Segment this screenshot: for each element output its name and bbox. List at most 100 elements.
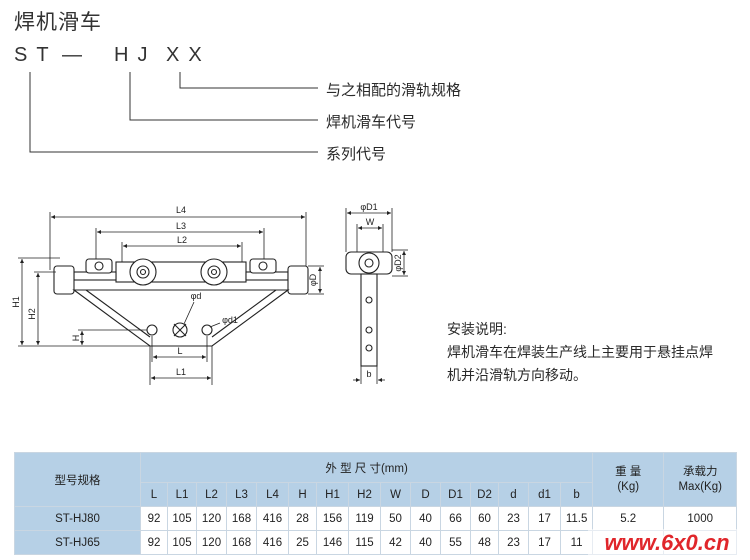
header-dimensions: 外 型 尺 寸(mm) bbox=[139, 452, 594, 483]
legend-product-code: 焊机滑车代号 bbox=[326, 114, 417, 131]
table-row: ST-HJ80 92 105 120 168 416 28 156 119 50… bbox=[14, 506, 738, 531]
col-D2: D2 bbox=[470, 482, 499, 507]
cell: 17 bbox=[528, 530, 561, 555]
cell: 168 bbox=[226, 506, 257, 531]
label-phid1: φd1 bbox=[222, 315, 238, 325]
dim-W bbox=[356, 224, 384, 252]
label-H: H bbox=[71, 335, 81, 342]
col-L2: L2 bbox=[196, 482, 227, 507]
cell: 66 bbox=[440, 506, 471, 531]
header-capacity-unit: Max(Kg) bbox=[678, 480, 722, 493]
cell: 40 bbox=[410, 506, 441, 531]
code-leader-lines bbox=[29, 72, 318, 153]
header-model: 型号规格 bbox=[14, 452, 141, 507]
table-subheader-row: L L1 L2 L3 L4 H H1 H2 W D D1 D2 d d1 b bbox=[15, 482, 737, 507]
legend-rail-spec: 与之相配的滑轨规格 bbox=[326, 82, 462, 99]
cell: 156 bbox=[316, 506, 349, 531]
col-L3: L3 bbox=[226, 482, 257, 507]
label-L1: L1 bbox=[176, 367, 186, 377]
cell: 42 bbox=[380, 530, 411, 555]
dim-L1 bbox=[149, 346, 213, 385]
col-D1: D1 bbox=[440, 482, 471, 507]
cell: 23 bbox=[498, 506, 529, 531]
col-d: d bbox=[498, 482, 529, 507]
cell: 40 bbox=[410, 530, 441, 555]
header-weight-label: 重 量 bbox=[615, 465, 642, 478]
leader-phid bbox=[183, 301, 195, 325]
header-weight-unit: (Kg) bbox=[617, 480, 640, 493]
label-W: W bbox=[366, 217, 375, 227]
cell: 60 bbox=[470, 506, 499, 531]
label-L: L bbox=[177, 346, 182, 356]
col-L1: L1 bbox=[167, 482, 197, 507]
label-phiD1: φD1 bbox=[360, 202, 377, 212]
cell-capacity: 1000 bbox=[663, 506, 738, 531]
install-heading: 安装说明: bbox=[447, 321, 507, 337]
install-line-1: 焊机滑车在焊装生产线上主要用于悬挂点焊 bbox=[447, 344, 713, 360]
label-phiD: φD bbox=[308, 273, 318, 286]
dim-phiD2 bbox=[392, 249, 408, 277]
code-series: ST bbox=[14, 44, 58, 66]
install-notes: 安装说明: 焊机滑车在焊装生产线上主要用于悬挂点焊 机并沿滑轨方向移动。 bbox=[447, 318, 713, 387]
cell: 50 bbox=[380, 506, 411, 531]
label-b: b bbox=[366, 369, 371, 379]
cell: 120 bbox=[196, 530, 227, 555]
label-H1: H1 bbox=[11, 296, 21, 308]
hole-left bbox=[146, 324, 158, 336]
technical-drawing: L4 L3 L2 φD H1 H2 H φd φd1 L L1 φD1 W φD… bbox=[11, 202, 408, 385]
label-L3: L3 bbox=[176, 221, 186, 231]
leader-series-code bbox=[29, 72, 318, 153]
header-capacity: 承载力 Max(Kg) bbox=[663, 452, 738, 507]
col-L: L bbox=[140, 482, 168, 507]
cell-model: ST-HJ80 bbox=[14, 506, 141, 531]
dim-H bbox=[78, 329, 147, 345]
dim-phiD bbox=[308, 265, 324, 295]
col-H1: H1 bbox=[316, 482, 349, 507]
side-plate bbox=[360, 273, 378, 367]
cell: 11 bbox=[559, 530, 594, 555]
cell: 23 bbox=[498, 530, 529, 555]
cell-model: ST-HJ65 bbox=[14, 530, 141, 555]
cell: 120 bbox=[196, 506, 227, 531]
cell-weight: 5.2 bbox=[592, 506, 665, 531]
table-row: ST-HJ65 92 105 120 168 416 25 146 115 42… bbox=[14, 530, 738, 555]
cell: 11.5 bbox=[559, 506, 594, 531]
table-header-row: 型号规格 外 型 尺 寸(mm) 重 量 (Kg) 承载力 Max(Kg) bbox=[14, 452, 738, 507]
dim-H1 bbox=[18, 257, 150, 347]
header-weight: 重 量 (Kg) bbox=[592, 452, 665, 507]
cell: 146 bbox=[316, 530, 349, 555]
page-title: 焊机滑车 bbox=[14, 11, 102, 34]
leader-rail-spec bbox=[179, 72, 318, 89]
cell: 55 bbox=[440, 530, 471, 555]
cell: 115 bbox=[348, 530, 381, 555]
col-b: b bbox=[559, 482, 594, 507]
col-H2: H2 bbox=[348, 482, 381, 507]
label-L4: L4 bbox=[176, 205, 186, 215]
cell: 92 bbox=[140, 506, 168, 531]
hole-phid1 bbox=[201, 324, 213, 336]
install-line-2: 机并沿滑轨方向移动。 bbox=[447, 367, 587, 383]
right-guide-roller bbox=[258, 261, 268, 271]
spec-table: 型号规格 外 型 尺 寸(mm) 重 量 (Kg) 承载力 Max(Kg) L L1… bbox=[14, 452, 738, 555]
col-D: D bbox=[410, 482, 441, 507]
cell: 25 bbox=[288, 530, 317, 555]
dim-H2 bbox=[34, 271, 56, 345]
cell: 416 bbox=[256, 506, 289, 531]
header-capacity-label: 承载力 bbox=[682, 465, 718, 478]
code-rail-spec: XX bbox=[166, 44, 211, 66]
dim-L4 bbox=[49, 212, 307, 270]
label-phid: φd bbox=[191, 291, 202, 301]
cell: 119 bbox=[348, 506, 381, 531]
label-H2: H2 bbox=[27, 308, 37, 320]
left-end-roller bbox=[53, 265, 75, 295]
cell: 28 bbox=[288, 506, 317, 531]
right-end-roller bbox=[287, 265, 309, 295]
cell: 416 bbox=[256, 530, 289, 555]
dim-L2 bbox=[121, 242, 243, 262]
cell: 168 bbox=[226, 530, 257, 555]
code-dash: — bbox=[62, 44, 91, 66]
dim-phiD1 bbox=[345, 208, 393, 252]
watermark-logo: www.6x0.cn bbox=[588, 529, 746, 557]
leader-product-code bbox=[129, 72, 318, 121]
dim-b bbox=[353, 366, 385, 384]
